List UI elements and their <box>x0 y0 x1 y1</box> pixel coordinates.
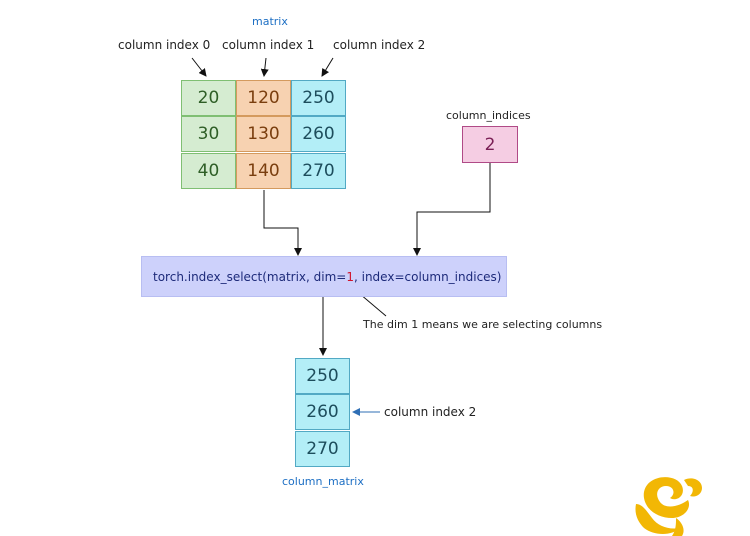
result-cell: 270 <box>295 431 350 467</box>
function-call-suffix: , index=column_indices) <box>353 269 502 284</box>
result-annotation: column index 2 <box>384 405 477 419</box>
arrow-indices-to-func <box>413 163 491 256</box>
function-call-dim: 1 <box>346 269 354 284</box>
column-label-2: column index 2 <box>333 38 426 52</box>
matrix-cell: 40 <box>181 153 236 189</box>
arrow-col0 <box>191 57 207 77</box>
result-cell: 250 <box>295 358 350 394</box>
matrix-cell: 120 <box>236 80 291 116</box>
logo-icon <box>635 477 702 536</box>
column-label-0: column index 0 <box>118 38 211 52</box>
column-label-1: column index 1 <box>222 38 315 52</box>
column-indices-title: column_indices <box>446 109 531 122</box>
arrow-matrix-to-func <box>263 190 302 256</box>
matrix-cell: 270 <box>291 153 346 189</box>
matrix-cell: 20 <box>181 80 236 116</box>
matrix-cell: 140 <box>236 153 291 189</box>
arrow-col2 <box>321 57 334 77</box>
function-call-box: torch.index_select(matrix, dim=1, index=… <box>141 256 507 297</box>
result-title: column_matrix <box>282 475 364 488</box>
matrix-cell: 260 <box>291 116 346 152</box>
arrow-col1 <box>260 57 269 77</box>
matrix-title: matrix <box>252 15 288 28</box>
matrix-cell: 250 <box>291 80 346 116</box>
column-indices-box: 2 <box>462 126 518 163</box>
dim-annotation: The dim 1 means we are selecting columns <box>363 318 603 331</box>
matrix-cell: 30 <box>181 116 236 152</box>
function-call-prefix: torch.index_select(matrix, dim= <box>153 269 347 284</box>
matrix-cell: 130 <box>236 116 291 152</box>
result-cell: 260 <box>295 394 350 430</box>
